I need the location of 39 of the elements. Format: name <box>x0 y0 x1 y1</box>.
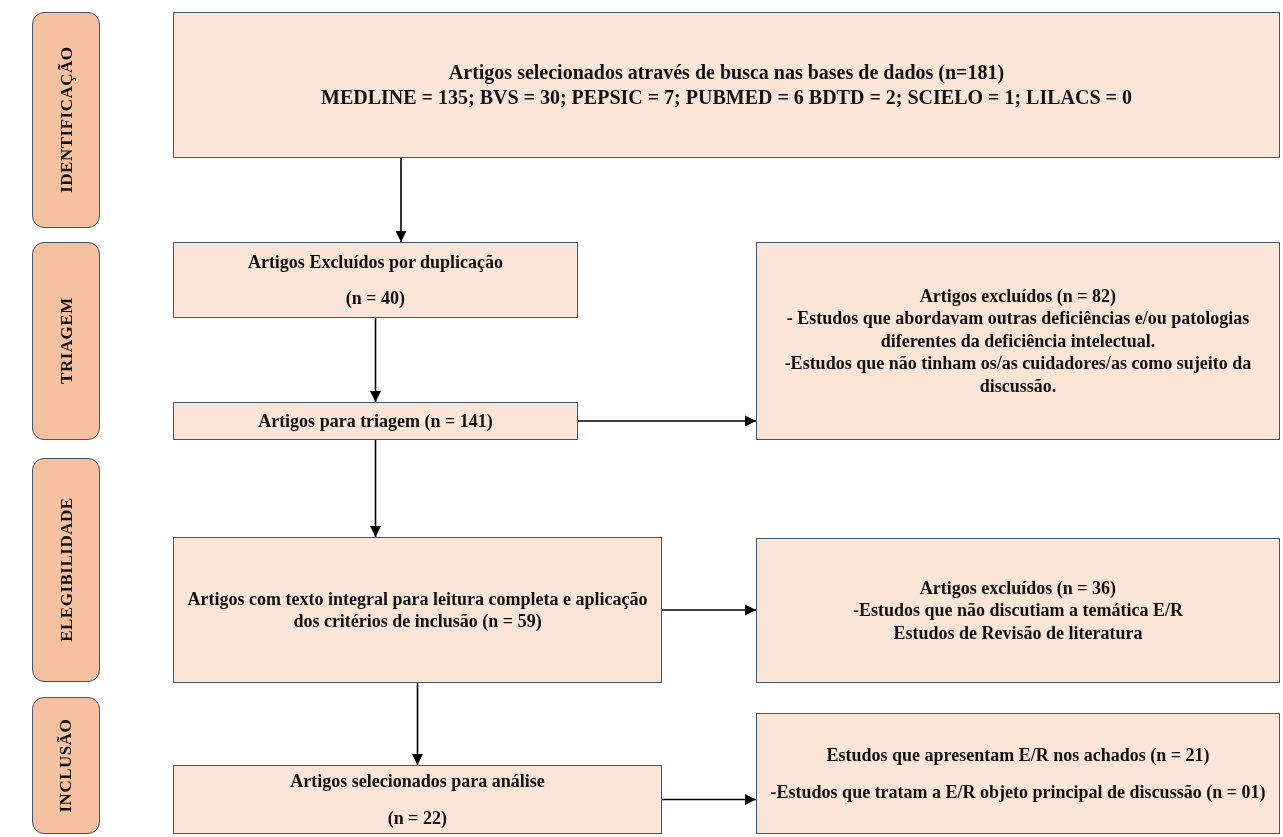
box-text: MEDLINE = 135; BVS = 30; PEPSIC = 7; PUBMED = 6 BDTD = 2; SCIELO = 1; LILACS = 0 <box>321 85 1132 110</box>
phase-label: TRIAGEM <box>55 297 77 385</box>
process-box <box>173 12 1280 158</box>
box-text: (n = 40) <box>345 287 406 310</box>
phase-band <box>32 458 100 682</box>
box-text: -Estudos que não tinham os/as cuidadores/as como sujeito da discussão. <box>783 352 1253 398</box>
arrow <box>369 317 382 403</box>
arrow <box>661 604 757 616</box>
phase-label: INCLUSÃO <box>55 718 77 813</box>
box-heading: Artigos selecionados para análise <box>290 770 545 793</box>
arrow <box>395 157 407 243</box>
phase-label: ELEGIBILIDADE <box>55 497 77 643</box>
box-text: -Estudos que não discutiam a temática E/R <box>853 599 1183 622</box>
arrow <box>577 415 757 427</box>
box-text: (n = 22) <box>387 806 448 829</box>
process-box <box>173 242 578 318</box>
box-heading: Artigos excluídos (n = 82) <box>919 284 1117 308</box>
process-box <box>173 765 662 834</box>
box-heading: Estudos que apresentam E/R nos achados (n = 21) <box>826 744 1210 767</box>
box-heading: Artigos Excluídos por duplicação <box>247 250 504 273</box>
process-box <box>173 537 662 683</box>
arrow <box>661 793 757 806</box>
box-heading: Artigos para triagem (n = 141) <box>258 409 493 433</box>
box-text: Estudos de Revisão de literatura <box>893 621 1143 645</box>
box-text: - Estudos que abordavam outras deficiências e/ou patologias diferentes da deficiência intelectual. <box>785 307 1251 353</box>
phase-band <box>32 697 100 834</box>
box-heading: Artigos com texto integral para leitura completa e aplicação dos critérios de inclusão (n = 59) <box>186 587 649 633</box>
process-box <box>173 402 578 440</box>
phase-band <box>32 242 100 440</box>
process-box <box>756 242 1280 440</box>
arrow <box>411 682 424 766</box>
box-heading: Artigos selecionados através de busca nas bases de dados (n=181) <box>448 60 1005 85</box>
process-box <box>756 713 1280 834</box>
arrow <box>369 439 382 538</box>
box-text: -Estudos que tratam a E/R objeto principal de discussão (n = 01) <box>770 780 1266 803</box>
box-heading: Artigos excluídos (n = 36) <box>919 576 1117 600</box>
process-box <box>756 538 1280 683</box>
phase-label: IDENTIFICAÇÃO <box>55 46 77 194</box>
phase-band <box>32 12 100 228</box>
